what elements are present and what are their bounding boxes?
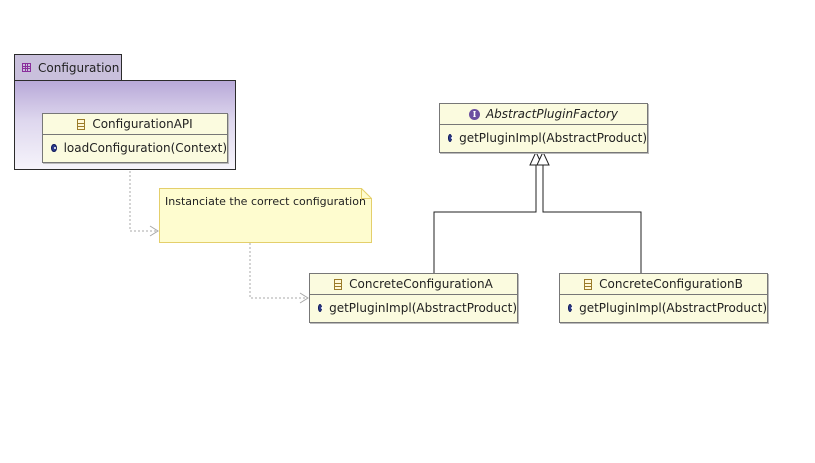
- class-concrete-configuration-b[interactable]: ConcreteConfigurationB getPluginImpl(Abs…: [559, 273, 768, 323]
- operation-row[interactable]: getPluginImpl(AbstractProduct): [440, 128, 647, 148]
- operation-label: getPluginImpl(AbstractProduct): [459, 131, 647, 145]
- package-tab[interactable]: Configuration: [14, 54, 122, 80]
- dependency-api-to-note-arrowhead: [149, 225, 159, 237]
- class-configuration-api[interactable]: ConfigurationAPI loadConfiguration(Conte…: [42, 113, 228, 163]
- generalization-b: [542, 165, 642, 273]
- note-shape: [159, 188, 372, 243]
- interface-abstract-plugin-factory[interactable]: I AbstractPluginFactory getPluginImpl(Ab…: [439, 103, 648, 153]
- dependency-api-to-note: [129, 163, 158, 232]
- class-icon: [77, 118, 86, 130]
- class-name: ConfigurationAPI: [92, 117, 193, 131]
- class-header: ConfigurationAPI: [43, 114, 227, 135]
- class-name: ConcreteConfigurationB: [599, 277, 743, 291]
- class-header: ConcreteConfigurationA: [310, 274, 517, 295]
- operation-label: loadConfiguration(Context): [63, 141, 227, 155]
- note[interactable]: Instanciate the correct configuration: [159, 188, 372, 243]
- class-header: ConcreteConfigurationB: [560, 274, 767, 295]
- note-text: Instanciate the correct configuration: [165, 195, 366, 208]
- operation-icon: [51, 144, 57, 152]
- class-icon: [584, 278, 593, 290]
- package-name: Configuration: [38, 60, 120, 75]
- dependency-note-to-concrete-a-arrowhead: [299, 292, 309, 304]
- operation-icon: [448, 134, 454, 142]
- operation-label: getPluginImpl(AbstractProduct): [579, 301, 767, 315]
- operation-icon: [568, 304, 574, 312]
- interface-icon: I: [468, 108, 480, 120]
- class-name: ConcreteConfigurationA: [349, 277, 493, 291]
- operation-row[interactable]: getPluginImpl(AbstractProduct): [310, 298, 517, 318]
- operation-row[interactable]: getPluginImpl(AbstractProduct): [560, 298, 767, 318]
- dependency-note-to-concrete-a: [249, 243, 308, 299]
- class-icon: [334, 278, 343, 290]
- class-header: I AbstractPluginFactory: [440, 104, 647, 125]
- package-icon: [21, 62, 32, 73]
- generalization-a: [433, 165, 537, 273]
- operation-row[interactable]: loadConfiguration(Context): [43, 138, 227, 158]
- class-name: AbstractPluginFactory: [485, 107, 619, 121]
- generalization-arrowhead-b: [536, 150, 550, 166]
- operation-icon: [318, 304, 324, 312]
- class-concrete-configuration-a[interactable]: ConcreteConfigurationA getPluginImpl(Abs…: [309, 273, 518, 323]
- operation-label: getPluginImpl(AbstractProduct): [329, 301, 517, 315]
